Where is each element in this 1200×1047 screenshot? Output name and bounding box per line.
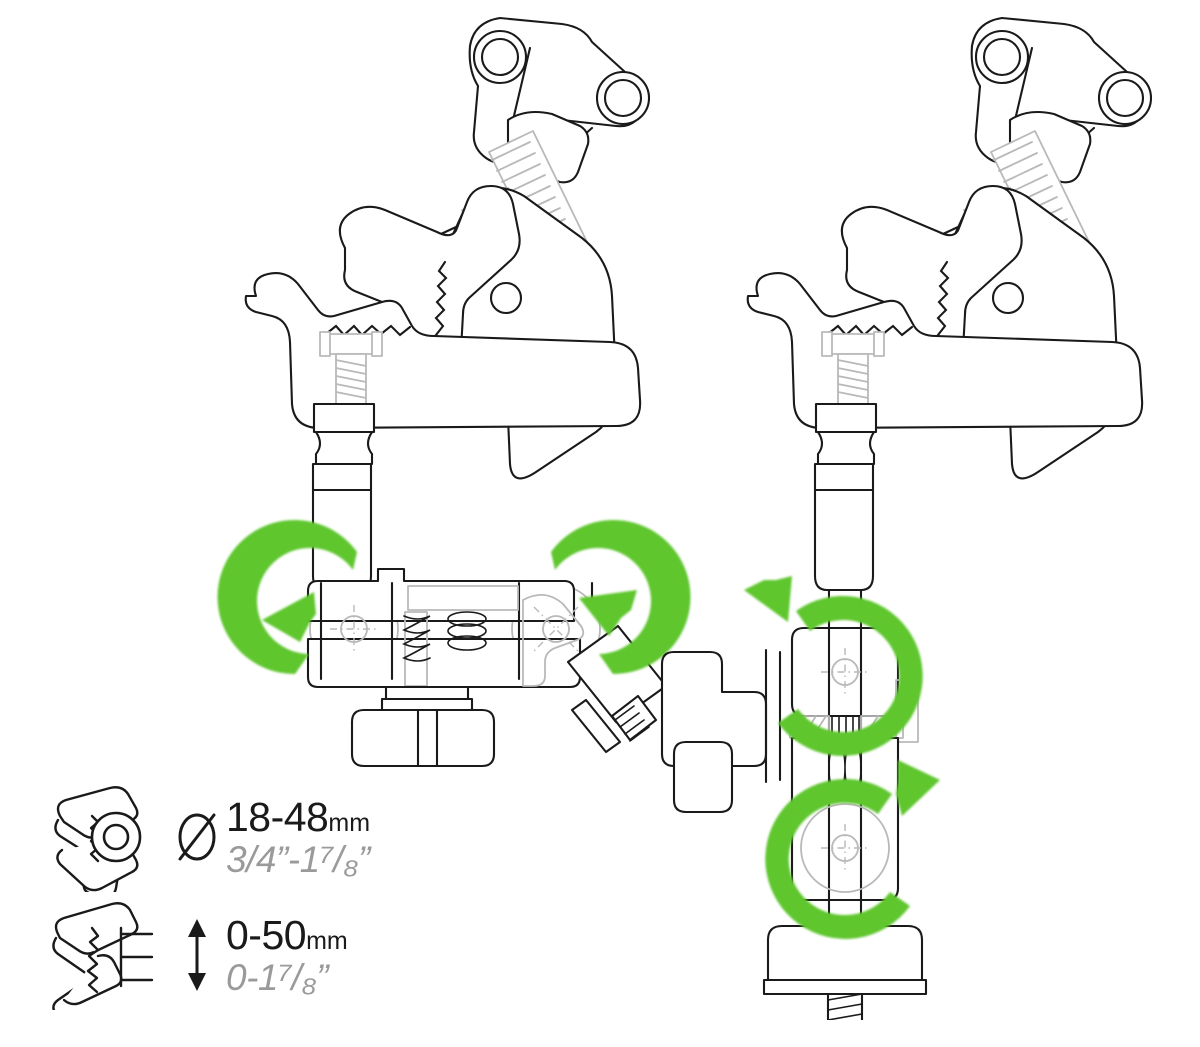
rotation-arrow-left bbox=[217, 520, 357, 675]
diameter-symbol bbox=[168, 787, 226, 887]
spec-imperial-value-flat: 0-1⁷/₈” bbox=[226, 956, 329, 998]
clamp-flat-grip-icon bbox=[48, 900, 168, 1010]
rotation-arrow-right bbox=[551, 520, 691, 675]
spring-center bbox=[447, 611, 487, 651]
double-arrow-vertical-icon bbox=[168, 905, 226, 1005]
pivot-center-upper bbox=[821, 648, 869, 696]
spec-metric-round: 18-48mm bbox=[226, 793, 371, 840]
spec-imperial-value-round: 3/4”-1⁷/₈” bbox=[226, 838, 370, 880]
rotation-arrow-upper bbox=[744, 576, 923, 756]
pivot-center-left bbox=[330, 605, 378, 653]
clamp-stem bbox=[311, 402, 376, 592]
spec-imperial-flat: 0-1⁷/₈” bbox=[226, 959, 348, 996]
clamp-stem bbox=[813, 402, 878, 592]
spec-row-flat-capacity: 0-50mm 0-1⁷/₈” bbox=[48, 896, 468, 1014]
spec-text-round: 18-48mm 3/4”-1⁷/₈” bbox=[226, 793, 371, 878]
jaw-bolt-hidden bbox=[319, 331, 383, 405]
mounting-plate bbox=[566, 624, 668, 754]
spec-imperial-round: 3/4”-1⁷/₈” bbox=[226, 841, 370, 878]
rotation-arrow-lower bbox=[765, 760, 940, 939]
spec-metric-unit-round: mm bbox=[328, 808, 371, 837]
pivot-assembly bbox=[306, 567, 601, 689]
base-mount bbox=[762, 924, 928, 1020]
specifications-block: 18-48mm 3/4”-1⁷/₈” bbox=[48, 778, 468, 1018]
spec-metric-value-flat: 0-50 bbox=[226, 911, 307, 958]
spec-metric-value-round: 18-48 bbox=[226, 793, 329, 840]
jaw-bolt-hidden bbox=[821, 331, 885, 405]
base-mount bbox=[350, 685, 496, 768]
clamp-front-view: .ln{fill:#fff;stroke:#1a1a1a;stroke-widt… bbox=[0, 0, 700, 790]
spec-row-round-capacity: 18-48mm 3/4”-1⁷/₈” bbox=[48, 778, 468, 896]
spec-metric-unit-flat: mm bbox=[306, 926, 348, 955]
spec-metric-flat: 0-50mm bbox=[226, 911, 348, 958]
clamp-side-view: .ln2{fill:#fff;stroke:#1a1a1a;stroke-wid… bbox=[640, 0, 1200, 1020]
pivot-center-right bbox=[533, 606, 579, 652]
locking-knob bbox=[660, 648, 782, 814]
clamp-round-grip-icon bbox=[48, 782, 168, 892]
spec-text-flat: 0-50mm 0-1⁷/₈” bbox=[226, 911, 348, 996]
pivot-center-lower bbox=[821, 824, 869, 872]
